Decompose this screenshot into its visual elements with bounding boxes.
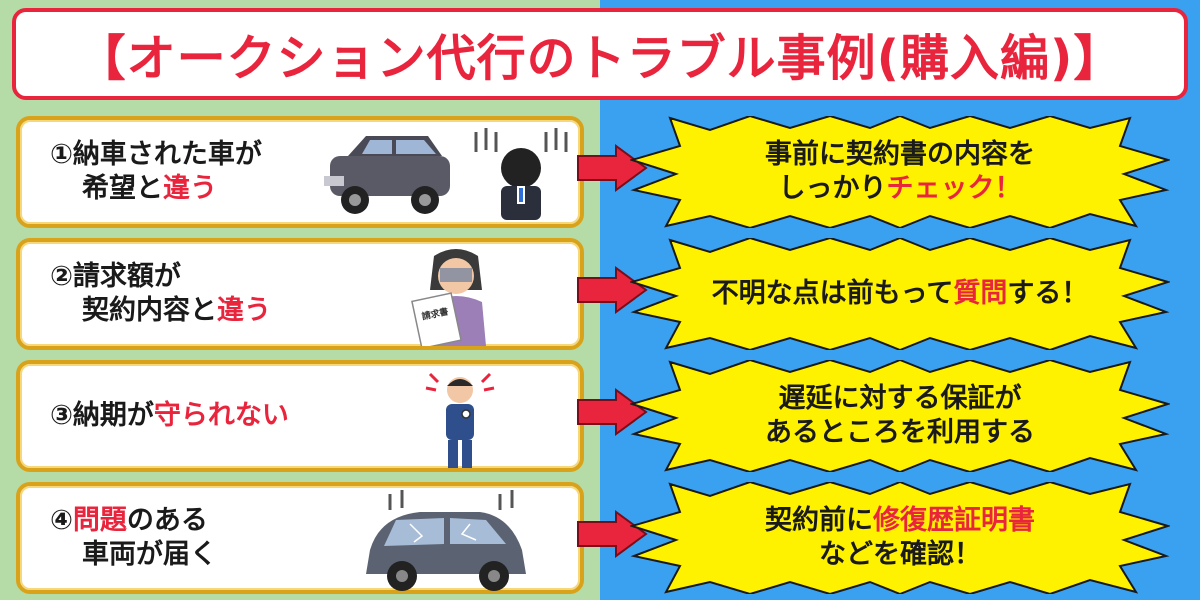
problem-4-line2: 車両が届く [82,539,217,570]
problem-2-line1: ②請求額が [50,261,181,292]
page-title: 【オークション代行のトラブル事例(購入編)】 [76,29,1124,87]
suv-car-and-disappointed-man-icon [324,128,568,220]
solution-4-line1: 契約前に修復歴証明書 [765,504,1035,538]
problem-4-highlight: 問題 [72,505,127,536]
problem-1-line2-text: 希望と [82,173,163,204]
problem-2-highlight: 違う [217,295,271,326]
solution-3-line2: あるところを利用する [765,417,1035,448]
problem-3-line: ③納期が守られない [50,399,289,433]
problem-card-1: ①納車された車が 希望と違う [16,116,584,228]
problem-2-line2-text: 契約内容と [82,295,217,326]
solution-1-highlight: チェック！ [886,173,1022,204]
problem-4-number: ④ [50,505,73,536]
arrow-right-icon [577,388,648,436]
solution-4-line2: などを確認！ [819,539,981,570]
woman-reading-invoice-icon: 請求書 [411,249,486,346]
problem-1-highlight: 違う [163,173,217,204]
problem-card-2: ②請求額が 契約内容と違う 請求書 [16,238,584,350]
problem-3-text: ③納期が [50,400,154,431]
solution-text-3: 遅延に対する保証が あるところを利用する [630,360,1170,472]
impatient-man-checking-watch-icon [425,372,495,468]
solution-2-text-a: 不明な点は前もって [711,278,954,309]
solution-burst-1 [630,116,1170,228]
solution-2-highlight: 質問 [953,278,1008,309]
problem-text-3: ③納期が守られない [50,399,289,433]
solution-burst-2 [630,238,1170,350]
solution-3-line1: 遅延に対する保証が [778,383,1022,414]
problem-card-3: ③納期が守られない [16,360,584,472]
problem-1-line1: ①納車された車が [50,139,262,170]
broken-car-icon [366,490,526,591]
solution-1-line2: しっかりチェック！ [779,172,1022,206]
problem-4-line1-text: のある [126,505,208,536]
solution-2-line: 不明な点は前もって質問する！ [712,277,1089,311]
solution-4-line1-text: 契約前に [765,505,873,536]
arrow-right-icon [577,266,648,314]
solution-text-1: 事前に契約書の内容を しっかりチェック！ [630,116,1170,228]
problem-1-line2: 希望と違う [50,172,262,206]
problem-text-1: ①納車された車が 希望と違う [50,138,262,206]
problem-text-4: ④問題のある 車両が届く [50,504,217,572]
solution-burst-3 [630,360,1170,472]
solution-2-text-b: する！ [1007,278,1089,309]
solution-1-line1: 事前に契約書の内容を [765,139,1035,170]
arrow-right-icon [577,510,648,558]
solution-text-2: 不明な点は前もって質問する！ [630,238,1170,350]
problem-3-highlight: 守られない [153,400,289,431]
solution-text-4: 契約前に修復歴証明書 などを確認！ [630,482,1170,594]
problem-2-line2: 契約内容と違う [50,294,271,328]
arrow-right-icon [577,144,648,192]
solution-4-highlight: 修復歴証明書 [873,505,1035,536]
problem-4-line1: ④問題のある [50,504,217,538]
solution-burst-4 [630,482,1170,594]
solution-1-line2-text: しっかり [778,173,887,204]
problem-text-2: ②請求額が 契約内容と違う [50,260,271,328]
title-banner: 【オークション代行のトラブル事例(購入編)】 [12,8,1188,100]
problem-card-4: ④問題のある 車両が届く [16,482,584,594]
